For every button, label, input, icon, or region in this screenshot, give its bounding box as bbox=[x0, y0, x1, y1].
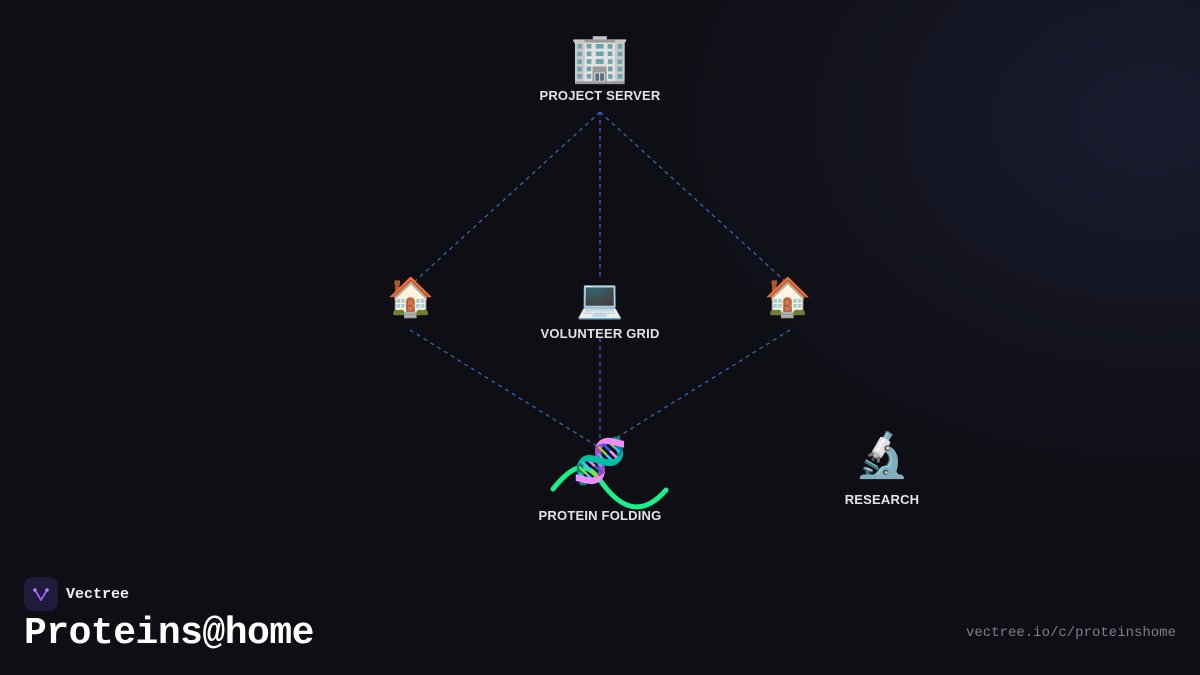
connector-server-home-right bbox=[599, 111, 789, 285]
volunteer-grid-label: VOLUNTEER GRID bbox=[540, 326, 660, 341]
home-right-node: 🏠 bbox=[764, 278, 811, 316]
protein-wave bbox=[550, 465, 669, 510]
microscope-icon: 🔬 bbox=[854, 430, 910, 481]
dna-icon: 🧬 bbox=[572, 436, 628, 487]
office-building-icon: 🏢 bbox=[570, 30, 630, 86]
brand: Vectree bbox=[24, 577, 129, 611]
connector-home-left-folding bbox=[409, 329, 601, 449]
house-icon: 🏠 bbox=[387, 275, 435, 319]
protein-folding-node: 🧬 PROTEIN FOLDING bbox=[538, 436, 662, 524]
research-node: 🔬 RESEARCH bbox=[844, 430, 920, 508]
project-server-node: 🏢 PROJECT SERVER bbox=[539, 34, 660, 103]
brand-name: Vectree bbox=[66, 585, 130, 603]
research-label: RESEARCH bbox=[844, 492, 920, 507]
home-left-node: 🏠 bbox=[387, 278, 434, 316]
house-icon: 🏠 bbox=[764, 275, 812, 319]
connector-home-right-folding bbox=[599, 329, 791, 449]
laptop-icon: 💻 bbox=[576, 277, 624, 321]
volunteer-grid-node: 💻 VOLUNTEER GRID bbox=[540, 280, 659, 341]
connector-server-home-left bbox=[411, 111, 601, 285]
project-server-label: PROJECT SERVER bbox=[539, 88, 661, 103]
page-title: Proteins@home bbox=[24, 612, 314, 655]
vectree-logo-icon bbox=[24, 577, 58, 611]
protein-folding-label: PROTEIN FOLDING bbox=[538, 508, 662, 523]
course-url: vectree.io/c/proteinshome bbox=[965, 625, 1176, 641]
